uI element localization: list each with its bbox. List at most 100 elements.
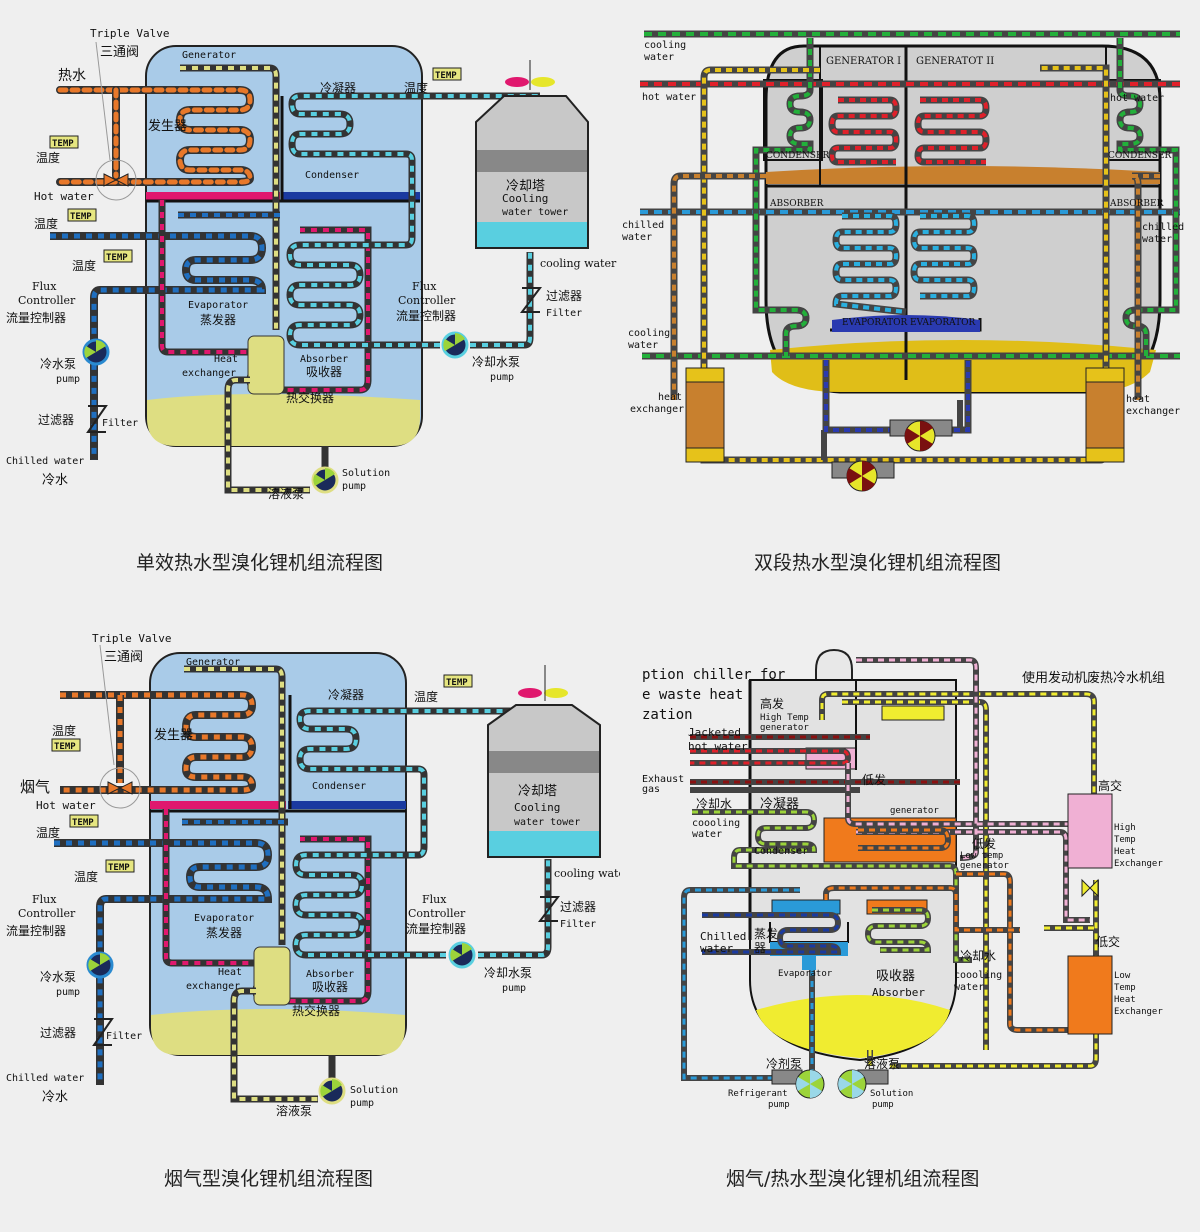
svg-text:Cooling: Cooling <box>514 801 560 814</box>
high-temp-generator-label: 高发 <box>760 696 784 711</box>
svg-text:water: water <box>622 232 652 243</box>
svg-text:温度: 温度 <box>404 80 428 95</box>
valve-icon[interactable] <box>1081 878 1099 898</box>
absorber-label: Absorber <box>306 969 354 980</box>
fan-blade-icon <box>518 688 542 698</box>
svg-text:冷却塔: 冷却塔 <box>518 784 557 799</box>
temp-sensor-icon: TEMP <box>69 814 99 828</box>
refrigerant-level <box>146 192 280 200</box>
jacketed-hot-water-label: Jacketed <box>688 726 741 739</box>
svg-text:cooling water: cooling water <box>540 257 617 270</box>
solution-pipe <box>180 66 278 330</box>
fan-blade-icon <box>544 688 568 698</box>
chilled-water-pump-icon[interactable] <box>86 951 114 979</box>
solution-pipe <box>184 667 284 945</box>
refrigerant-pump-icon[interactable] <box>889 419 953 452</box>
diagram-caption: 烟气/热水型溴化锂机组流程图 <box>726 1168 980 1190</box>
triple-valve-label: Triple Valve <box>92 632 171 645</box>
solution-pump-icon[interactable] <box>311 466 339 494</box>
svg-text:Controller: Controller <box>398 294 456 307</box>
svg-text:冷水泵: 冷水泵 <box>40 357 76 371</box>
fan-blade-icon <box>505 77 529 87</box>
diagram-two-stage-hot-water: cooling water hot water hot water chille… <box>620 0 1200 574</box>
svg-text:cooling: cooling <box>628 328 670 339</box>
evaporator-label: EVAPORATOR <box>842 318 908 328</box>
evaporator-level <box>832 315 980 332</box>
chilled-water-pipe <box>50 211 280 460</box>
svg-text:Flux: Flux <box>422 893 447 906</box>
temp-sensor-icon: TEMP <box>51 738 81 752</box>
svg-text:generator: generator <box>760 723 809 733</box>
refrigerant-pump-icon[interactable] <box>771 1069 825 1099</box>
condenser-label: 冷凝器 <box>328 687 364 702</box>
evaporator-label: Evaporator <box>194 913 254 924</box>
diagram-caption: 单效热水型溴化锂机组流程图 <box>136 552 384 574</box>
svg-text:Absorber: Absorber <box>872 986 925 999</box>
filter-icon <box>92 1018 114 1046</box>
svg-text:冷水: 冷水 <box>42 1090 68 1105</box>
svg-text:High Temp: High Temp <box>760 713 809 723</box>
flux-controller-label: 流量控制器 <box>6 311 66 325</box>
svg-text:water: water <box>628 340 658 351</box>
generator-label: Generator <box>186 657 240 668</box>
svg-text:Flux: Flux <box>412 280 437 293</box>
solution-pump-icon[interactable] <box>837 1069 889 1099</box>
svg-text:Hot water: Hot water <box>36 799 96 812</box>
temp-sensor-icon: TEMP <box>443 674 473 688</box>
svg-text:发生器: 发生器 <box>148 118 187 134</box>
evaporator-coils <box>832 212 978 316</box>
svg-text:water: water <box>954 982 984 993</box>
svg-text:溶液泵: 溶液泵 <box>276 1103 312 1118</box>
svg-text:温度: 温度 <box>34 216 58 231</box>
solution-pump-icon[interactable] <box>318 1077 346 1105</box>
cooling-water-pipe <box>690 787 972 963</box>
svg-text:pump: pump <box>490 372 514 383</box>
cooling-water-pump-icon[interactable] <box>448 941 476 969</box>
svg-text:Low: Low <box>1114 971 1131 981</box>
flue-gas-label: 烟气 <box>20 778 50 796</box>
refrigerant-pump-label: 冷剂泵 <box>766 1056 802 1071</box>
cooling-water-pump-icon[interactable] <box>441 331 469 359</box>
chart-title-en: ption chiller for <box>642 667 785 683</box>
low-temp-generator-label: 低发 <box>972 836 996 851</box>
svg-text:三通阀: 三通阀 <box>100 45 139 60</box>
filter-icon <box>86 405 108 433</box>
triple-valve-icon[interactable] <box>107 781 133 795</box>
svg-text:过滤器: 过滤器 <box>40 1026 76 1040</box>
filter-icon <box>538 896 560 922</box>
svg-text:Heat: Heat <box>1114 995 1136 1005</box>
svg-text:water: water <box>692 829 722 840</box>
temp-sensor-icon: TEMP <box>49 135 79 149</box>
svg-text:Hot water: Hot water <box>34 190 94 203</box>
svg-text:water: water <box>644 52 674 63</box>
svg-text:Controller: Controller <box>408 907 466 920</box>
generator-1-label: GENERATOR I <box>826 56 901 67</box>
absorber-label: Absorber <box>300 354 348 365</box>
svg-text:发生器: 发生器 <box>154 727 193 743</box>
svg-text:Filter: Filter <box>546 308 582 319</box>
heat-exchanger-label: 热交换器 <box>286 390 334 405</box>
heat-exchanger-label: 热交换器 <box>292 1003 340 1018</box>
solution-pump-icon[interactable] <box>831 460 895 492</box>
chilled-water-label: Chilled water <box>6 456 84 467</box>
chilled-water-pump-icon[interactable] <box>82 338 110 366</box>
svg-text:Cooling: Cooling <box>502 192 548 205</box>
chilled-water-label: chilled <box>622 220 664 231</box>
svg-text:pump: pump <box>56 987 80 998</box>
svg-text:流量控制器: 流量控制器 <box>406 922 466 936</box>
svg-text:pump: pump <box>502 983 526 994</box>
svg-text:冷却塔: 冷却塔 <box>506 179 545 194</box>
chart-title-cn: 使用发动机废热冷水机组 <box>1022 670 1165 686</box>
triple-valve-icon[interactable] <box>103 173 129 187</box>
svg-text:pump: pump <box>350 1098 374 1109</box>
svg-text:ABSORBER: ABSORBER <box>1109 199 1164 209</box>
svg-text:溶液泵: 溶液泵 <box>268 486 304 501</box>
hot-water-label: hot water <box>642 92 696 103</box>
cooling-water-pipe <box>286 92 540 349</box>
svg-text:Solution: Solution <box>350 1085 398 1096</box>
svg-text:TEMP: TEMP <box>54 742 76 752</box>
svg-text:zation: zation <box>642 707 693 723</box>
svg-text:generator: generator <box>890 806 939 816</box>
svg-text:heat: heat <box>1126 394 1150 405</box>
svg-text:e waste heat: e waste heat <box>642 687 743 703</box>
